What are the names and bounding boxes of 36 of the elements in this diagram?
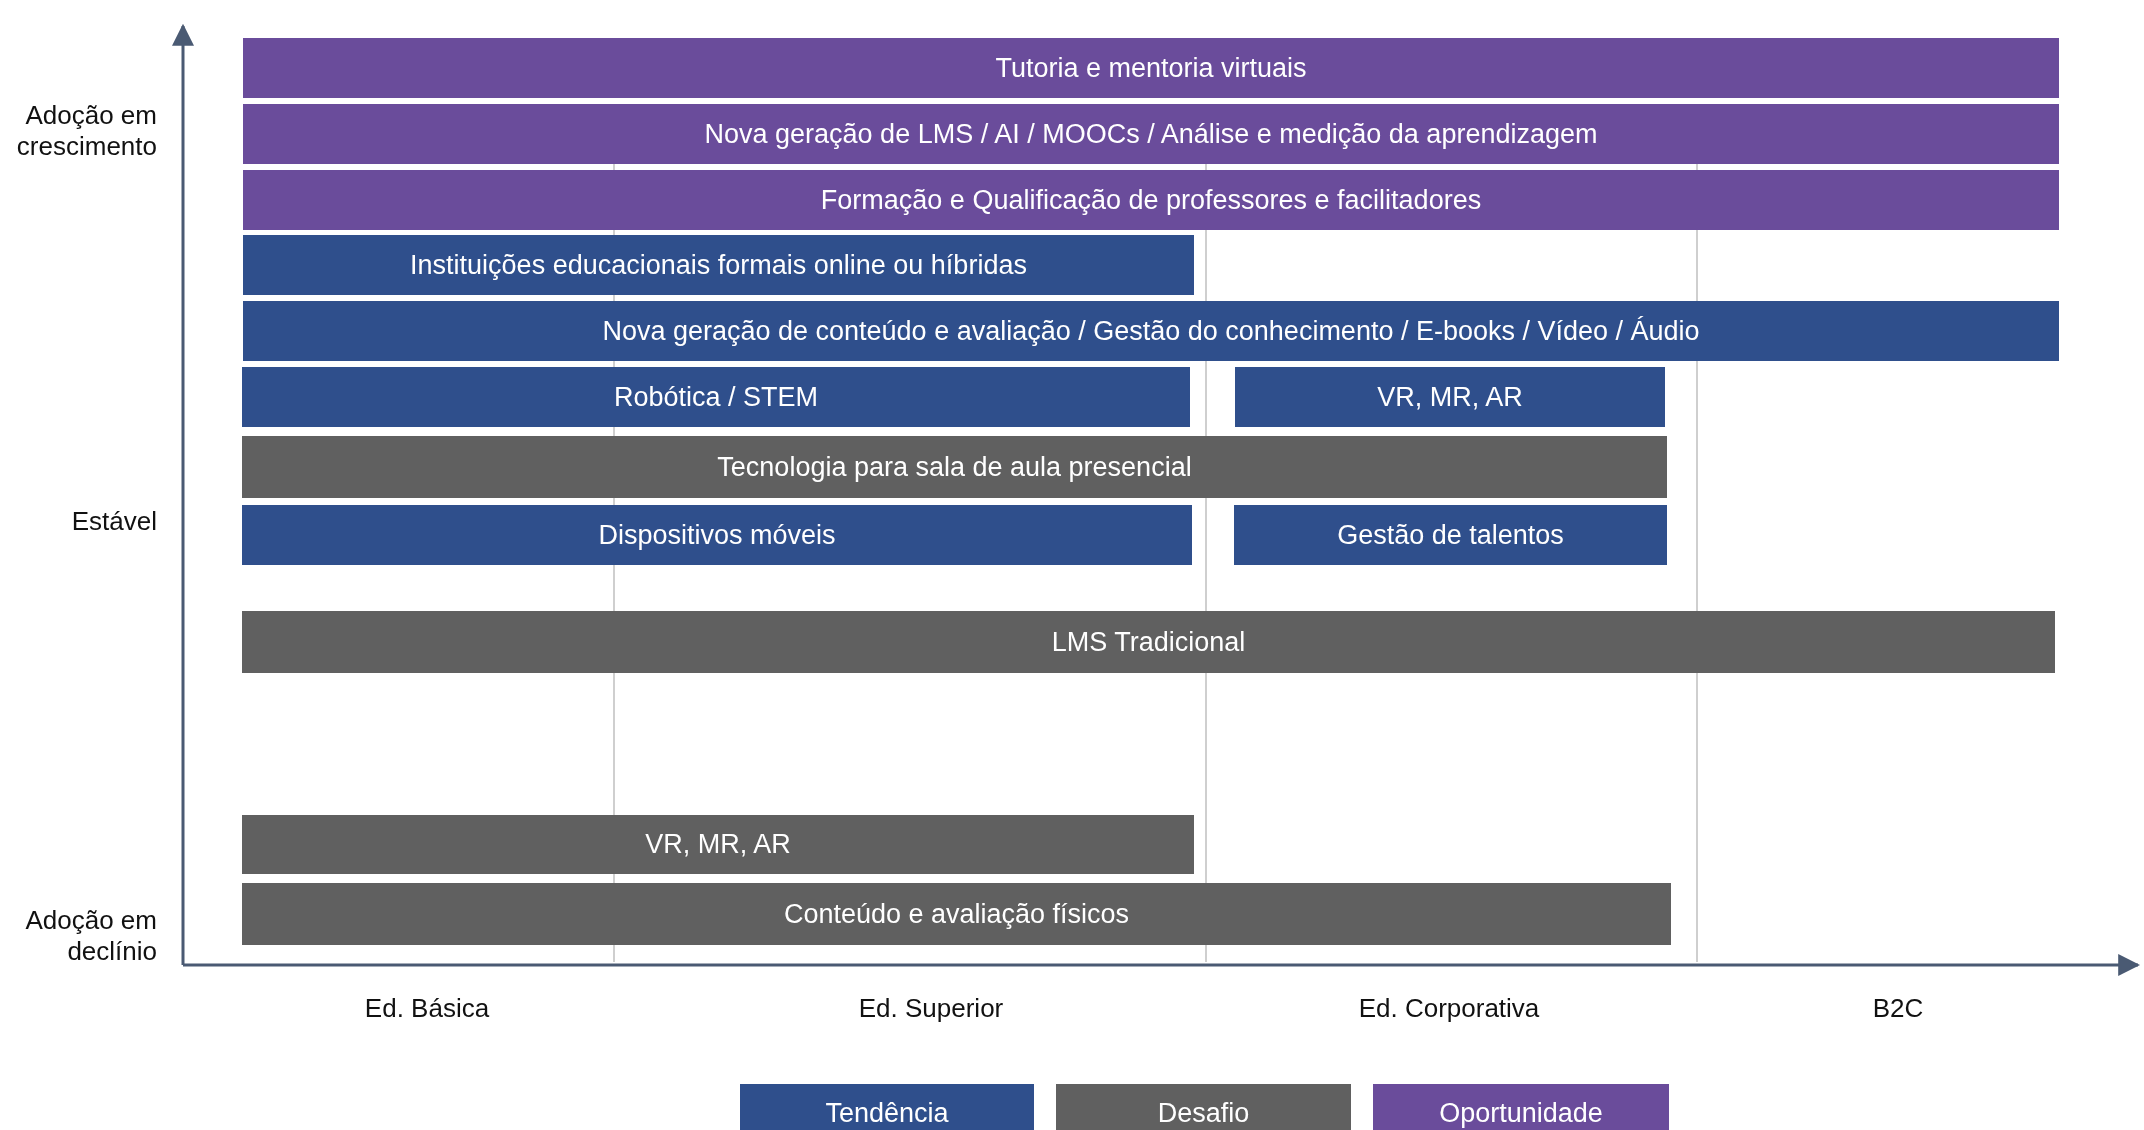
bar-label: Conteúdo e avaliação físicos [783, 898, 1130, 930]
bar-label: Formação e Qualificação de professores e facilitadores [820, 184, 1482, 216]
legend-label: Desafio [1157, 1098, 1250, 1129]
axis-label: Estável [70, 506, 157, 537]
bar-label: VR, MR, AR [645, 829, 791, 860]
category-label: Ed. Corporativa [1358, 993, 1540, 1024]
category-bar [1235, 367, 1665, 427]
category-bar [243, 235, 1194, 295]
category-bar [243, 301, 2059, 361]
category-label: Ed. Superior [858, 993, 1004, 1024]
legend-label: Oportunidade [1439, 1098, 1603, 1129]
bar-label: Robótica / STEM [613, 381, 819, 413]
axis-label: Adoção em declínio [24, 905, 157, 967]
category-bar [243, 104, 2059, 164]
bar-label: Gestão de talentos [1337, 519, 1564, 551]
category-bar [242, 436, 1667, 498]
bar-label: Dispositivos móveis [598, 519, 836, 551]
category-bar [1234, 505, 1667, 565]
category-label: Ed. Básica [364, 993, 490, 1024]
bar-label: LMS Tradicional [1051, 626, 1246, 658]
category-bar [242, 367, 1190, 427]
legend-label: Tendência [825, 1098, 949, 1129]
axis-label: Adoção em crescimento [15, 100, 157, 162]
category-bar [242, 815, 1194, 874]
bar-label: Tutoria e mentoria virtuais [995, 52, 1307, 84]
category-bar [242, 883, 1671, 945]
category-label: B2C [1872, 993, 1924, 1024]
bar-label: Nova geração de conteúdo e avaliação / Gestão do conhecimento / E-books / Vídeo / Áudio [602, 315, 1700, 347]
category-bar [242, 611, 2055, 673]
bar-label: Instituições educacionais formais online ou híbridas [410, 249, 1027, 281]
bar-label: Tecnologia para sala de aula presencial [717, 451, 1192, 483]
category-bar [243, 170, 2059, 230]
category-bar [243, 38, 2059, 98]
bar-label: Nova geração de LMS / AI / MOOCs / Análise e medição da aprendizagem [704, 118, 1598, 150]
bar-label: VR, MR, AR [1377, 381, 1523, 413]
category-bar [242, 505, 1192, 565]
